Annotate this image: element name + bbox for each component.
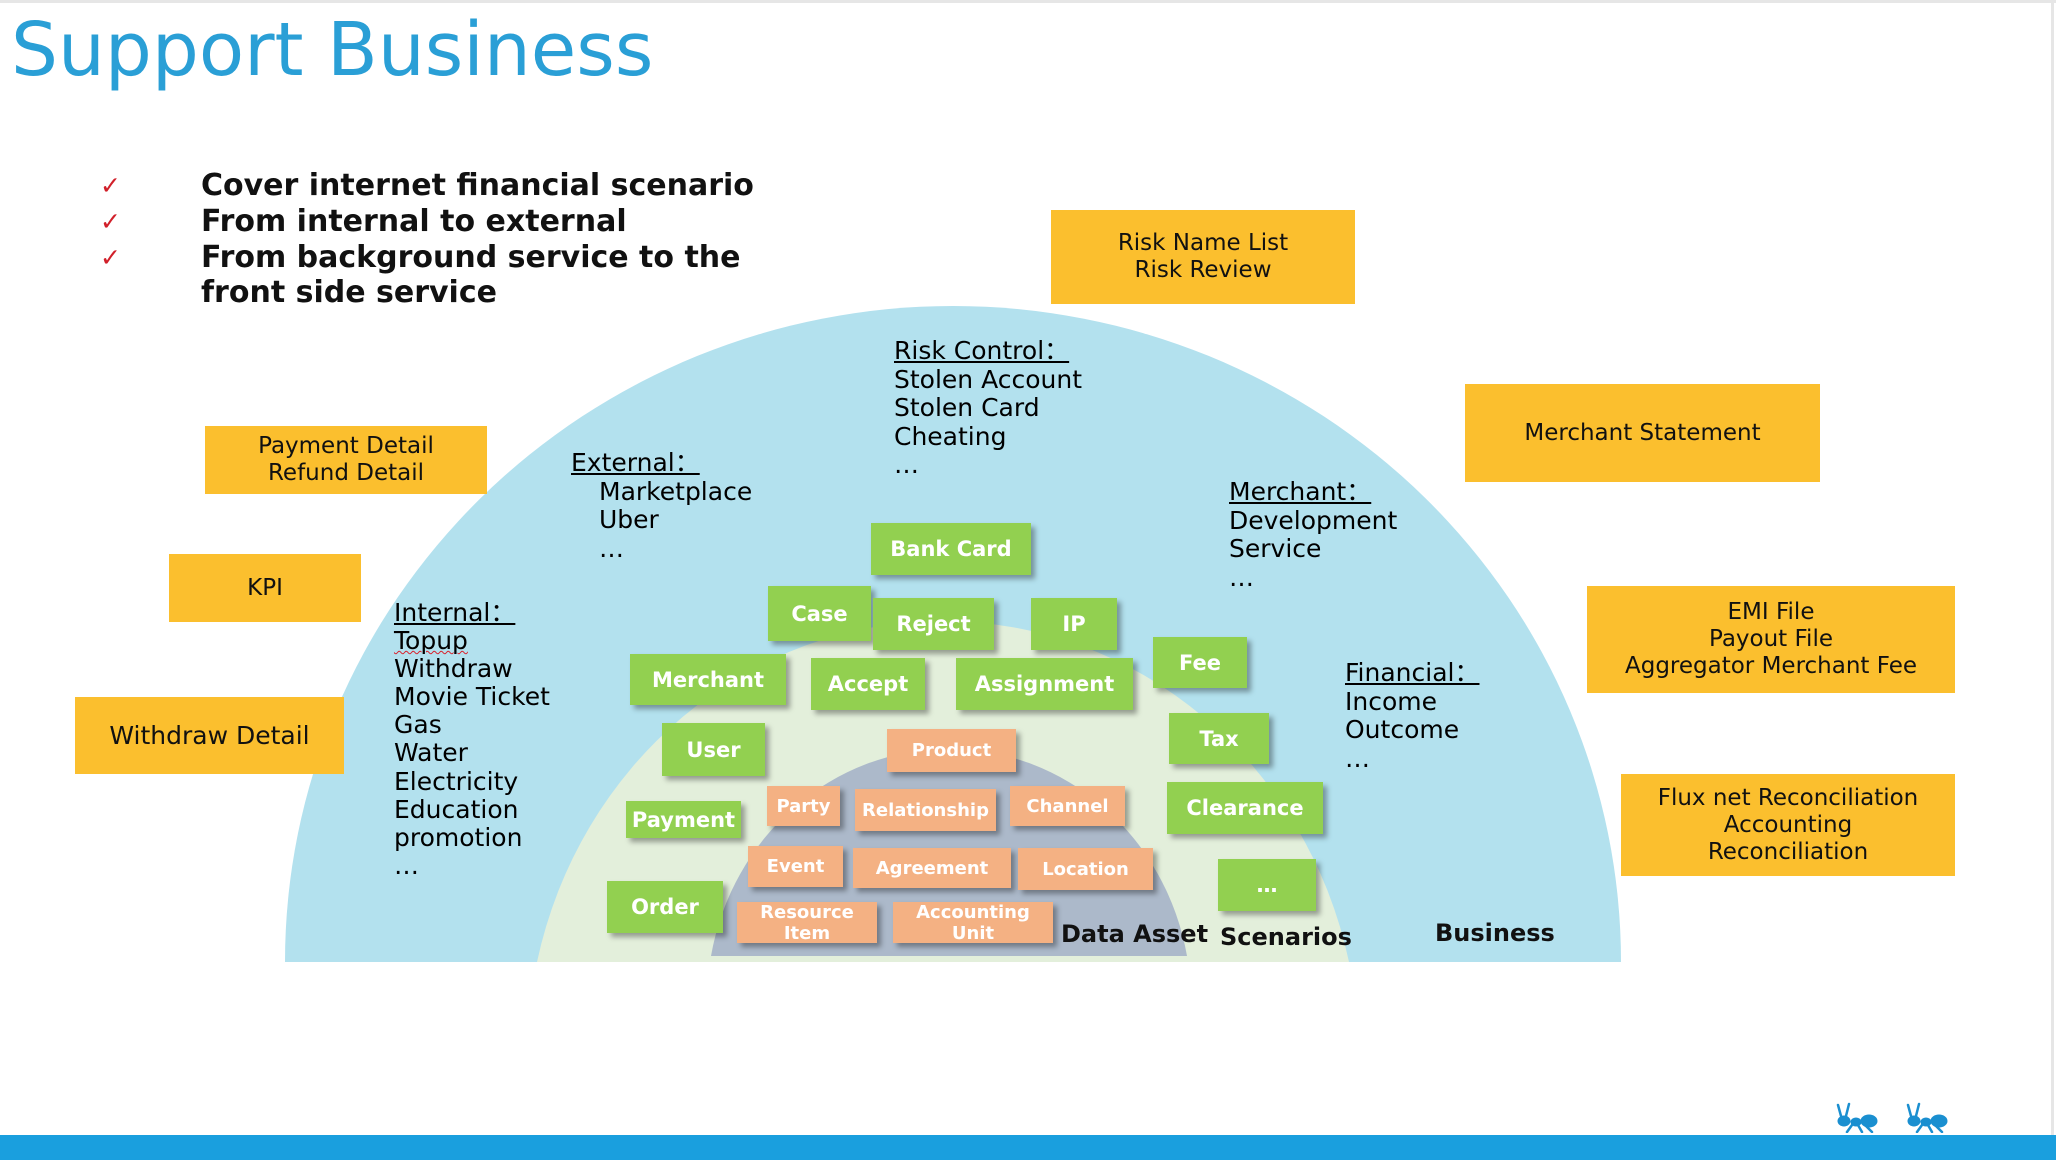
label-heading: Merchant： [1229,477,1372,506]
bullet-text: Cover internet financial scenario [201,168,754,203]
label-item: Service [1229,534,1322,563]
label-item: Outcome [1345,715,1460,744]
scenario-tax: Tax [1169,713,1269,764]
box-line: Resource [760,901,854,923]
label-item: Withdraw [394,654,513,684]
label-item: Water [394,738,468,768]
emi-file-box: EMI File Payout File Aggregator Merchant… [1587,586,1955,693]
merchant-label: Merchant： Development Service … [1229,477,1398,592]
external-label: External： Marketplace Uber … [571,448,753,563]
label-item: Movie Ticket [394,682,550,712]
bullet-text: From background service to the [201,240,741,275]
label-item: … [1229,562,1254,592]
label-item: … [1345,743,1370,773]
box-line: Risk Name List [1117,230,1289,256]
box-line: Aggregator Merchant Fee [1624,653,1918,679]
right-border [2051,0,2054,1135]
merchant-statement-box: Merchant Statement [1465,384,1820,482]
risk-control-label: Risk Control： Stolen Account Stolen Card… [894,336,1083,480]
scenario-more: … [1218,859,1316,911]
label-item: Electricity [394,766,519,796]
slide-title: Support Business [11,7,654,93]
top-border [0,0,2056,3]
box-line: KPI [247,574,283,601]
scenario-case: Case [768,586,871,641]
box-line: EMI File [1727,599,1815,625]
bullet-continuation: front side service [201,275,497,310]
flux-reconciliation-box: Flux net Reconciliation Accounting Recon… [1621,774,1955,876]
scenario-order: Order [607,881,723,933]
ant-icon [1906,1102,1948,1133]
label-item: … [394,850,419,880]
checkmark-icon: ✓ [100,207,121,236]
checkmark-icon: ✓ [100,243,121,272]
footer-bar [0,1135,2056,1160]
checkmark-icon: ✓ [100,171,121,200]
box-line: Reconciliation [1707,838,1869,865]
data-asset-location: Location [1018,848,1153,890]
box-line: Flux net Reconciliation [1657,784,1919,811]
scenario-payment: Payment [626,801,741,838]
payment-detail-box: Payment Detail Refund Detail [205,426,487,494]
risk-name-list-box: Risk Name List Risk Review [1051,210,1355,304]
box-line: Item [783,922,831,944]
box-line: Accounting [1723,811,1853,838]
scenario-bank-card: Bank Card [871,523,1031,575]
label-heading: Internal： [394,598,516,627]
withdraw-detail-box: Withdraw Detail [75,697,344,774]
label-item: Cheating [894,421,1007,451]
label-item: Stolen Card [894,393,1040,422]
label-item: … [599,533,624,563]
data-asset-event: Event [748,846,843,887]
bullet-text: From internal to external [201,204,627,239]
data-asset-party: Party [767,786,840,826]
data-asset-label: Data Asset [1061,920,1209,948]
scenario-assignment: Assignment [956,658,1133,710]
label-heading: Risk Control： [894,336,1070,365]
box-line: Merchant Statement [1524,419,1761,446]
box-line: Risk Review [1134,257,1272,283]
label-heading: External： [571,448,700,477]
data-asset-resource-item: Resource Item [737,901,877,944]
data-asset-product: Product [887,729,1016,772]
scenario-ip: IP [1031,598,1117,650]
label-item: Topup [394,626,468,656]
data-asset-agreement: Agreement [853,848,1011,888]
label-item: Gas [394,710,442,740]
scenario-fee: Fee [1153,637,1247,688]
scenario-reject: Reject [873,598,994,650]
data-asset-relationship: Relationship [855,789,996,831]
box-line: Refund Detail [267,460,424,486]
label-item: Uber [599,505,659,534]
label-item: Marketplace [599,476,753,506]
internal-label: Internal： Topup Withdraw Movie Ticket Ga… [394,598,550,880]
data-asset-accounting-unit: Accounting Unit [893,901,1053,944]
scenario-clearance: Clearance [1167,782,1323,834]
kpi-box: KPI [169,554,361,622]
label-item: … [894,450,919,479]
data-asset-channel: Channel [1010,786,1125,826]
scenario-user: User [662,723,765,776]
scenario-accept: Accept [811,658,925,710]
business-label: Business [1435,919,1555,947]
label-item: Development [1229,505,1398,535]
box-line: Payout File [1708,626,1833,652]
label-heading: Financial： [1345,658,1480,687]
box-line: Unit [951,922,995,944]
box-line: Payment Detail [258,433,434,459]
box-line: Withdraw Detail [109,721,310,750]
label-item: promotion [394,822,523,852]
scenario-merchant: Merchant [630,654,786,705]
label-item: Education [394,794,519,824]
ant-icon [1836,1102,1878,1133]
box-line: Accounting [916,901,1030,923]
scenarios-label: Scenarios [1220,923,1352,951]
financial-label: Financial： Income Outcome … [1345,658,1480,773]
label-item: Stolen Account [894,364,1083,394]
label-item: Income [1345,686,1437,716]
